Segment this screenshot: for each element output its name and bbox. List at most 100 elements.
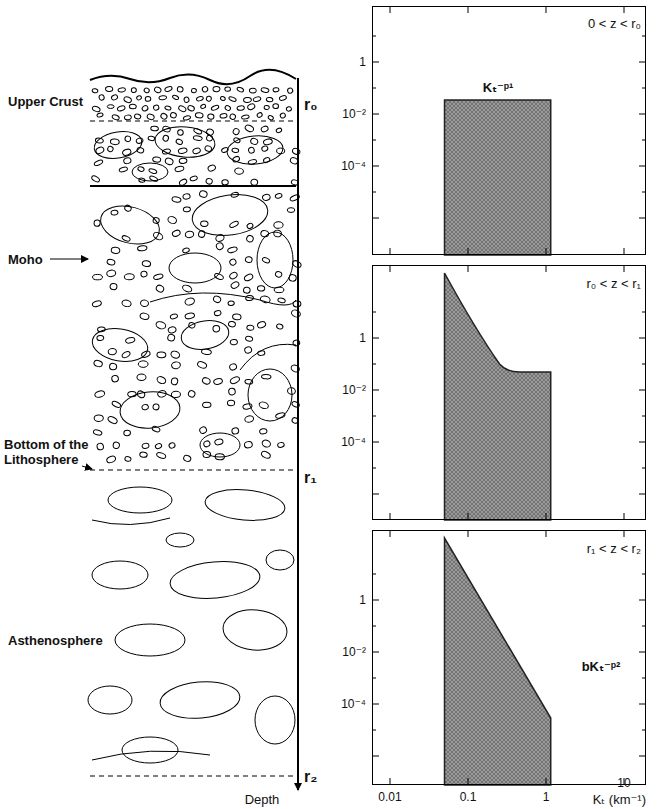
pebble bbox=[107, 146, 114, 153]
pebble bbox=[124, 115, 132, 121]
pebble bbox=[117, 105, 126, 112]
pebble bbox=[143, 87, 150, 93]
pebble bbox=[138, 361, 148, 368]
pebble bbox=[179, 158, 187, 164]
tick bbox=[639, 494, 646, 495]
spectrum-region bbox=[445, 100, 551, 255]
tick bbox=[372, 166, 379, 167]
pebble bbox=[111, 247, 120, 254]
pebble bbox=[246, 325, 254, 331]
pebble bbox=[171, 391, 180, 398]
pebble bbox=[97, 327, 105, 332]
pebble bbox=[122, 148, 132, 156]
pebble bbox=[257, 351, 265, 356]
pebble bbox=[137, 245, 147, 251]
pebble bbox=[203, 440, 211, 448]
tick bbox=[372, 114, 379, 115]
depth-range: r₁ < z < r₂ bbox=[587, 541, 641, 556]
pebble bbox=[248, 147, 255, 154]
tick bbox=[390, 513, 391, 520]
pebble bbox=[177, 86, 183, 92]
pebble bbox=[250, 179, 258, 187]
pebble bbox=[162, 148, 171, 155]
pebble bbox=[121, 299, 131, 307]
pebble bbox=[199, 426, 208, 435]
pebble bbox=[227, 246, 238, 253]
pebble bbox=[93, 359, 103, 367]
pebble bbox=[168, 326, 177, 334]
tick bbox=[639, 114, 646, 115]
rock-body bbox=[115, 624, 185, 656]
pebble bbox=[183, 115, 191, 121]
rock-body bbox=[119, 389, 182, 430]
tick-label: 10⁻² bbox=[342, 107, 366, 122]
tick bbox=[372, 494, 379, 495]
pebble bbox=[243, 97, 251, 103]
pebble bbox=[275, 412, 286, 419]
pebble bbox=[191, 88, 196, 92]
pebble bbox=[168, 442, 176, 449]
pebble bbox=[248, 159, 257, 165]
rock-body bbox=[108, 487, 172, 513]
pebble bbox=[232, 148, 239, 153]
pebble bbox=[110, 139, 119, 145]
pebble bbox=[94, 390, 105, 398]
pebble bbox=[164, 157, 174, 166]
rock-body bbox=[257, 232, 293, 288]
pebble bbox=[183, 207, 191, 212]
pebble bbox=[290, 309, 301, 318]
pebble bbox=[141, 105, 149, 112]
tick bbox=[546, 265, 547, 272]
pebble bbox=[206, 96, 212, 102]
pebble bbox=[231, 192, 239, 198]
pebble bbox=[149, 175, 158, 182]
pebble bbox=[185, 231, 194, 239]
pebble bbox=[229, 363, 238, 371]
pebble bbox=[172, 196, 182, 203]
pebble bbox=[153, 217, 160, 224]
tick bbox=[639, 442, 646, 443]
pebble bbox=[208, 114, 215, 120]
tick bbox=[372, 756, 379, 757]
tick-label: 10⁻⁴ bbox=[341, 435, 366, 450]
pebble bbox=[183, 454, 192, 462]
pebble bbox=[124, 274, 134, 281]
pebble bbox=[193, 128, 202, 135]
pebble bbox=[111, 400, 121, 408]
pebble bbox=[279, 95, 287, 101]
pebble bbox=[213, 325, 220, 332]
pebble bbox=[244, 441, 253, 448]
pebble bbox=[171, 361, 181, 369]
tick bbox=[468, 6, 469, 13]
pebble bbox=[220, 96, 226, 101]
pebble bbox=[245, 256, 253, 263]
pebble bbox=[142, 260, 151, 267]
pebble bbox=[187, 390, 196, 399]
pebble bbox=[183, 96, 189, 103]
pebble bbox=[262, 257, 271, 264]
pebble bbox=[112, 114, 120, 121]
pebble bbox=[139, 178, 146, 183]
pebble bbox=[175, 165, 185, 172]
pebble bbox=[155, 284, 165, 293]
pebble bbox=[182, 284, 193, 293]
tick-label: 10⁻⁴ bbox=[341, 159, 366, 174]
pebble bbox=[97, 335, 104, 341]
pebble bbox=[237, 106, 245, 111]
pebble bbox=[107, 415, 118, 425]
pebble bbox=[244, 415, 254, 423]
pebble bbox=[121, 235, 131, 243]
pebble bbox=[211, 105, 220, 112]
pebble bbox=[160, 112, 168, 120]
tick bbox=[546, 6, 547, 13]
pebble bbox=[293, 301, 301, 308]
pebble bbox=[224, 105, 231, 112]
rock-body bbox=[248, 369, 292, 421]
rock-body bbox=[169, 558, 262, 602]
tick-label: 10⁻⁴ bbox=[341, 697, 366, 712]
pebble bbox=[266, 97, 273, 102]
pebble bbox=[274, 222, 284, 229]
pebble bbox=[228, 388, 235, 395]
pebble bbox=[137, 374, 146, 381]
pebble bbox=[136, 95, 142, 101]
